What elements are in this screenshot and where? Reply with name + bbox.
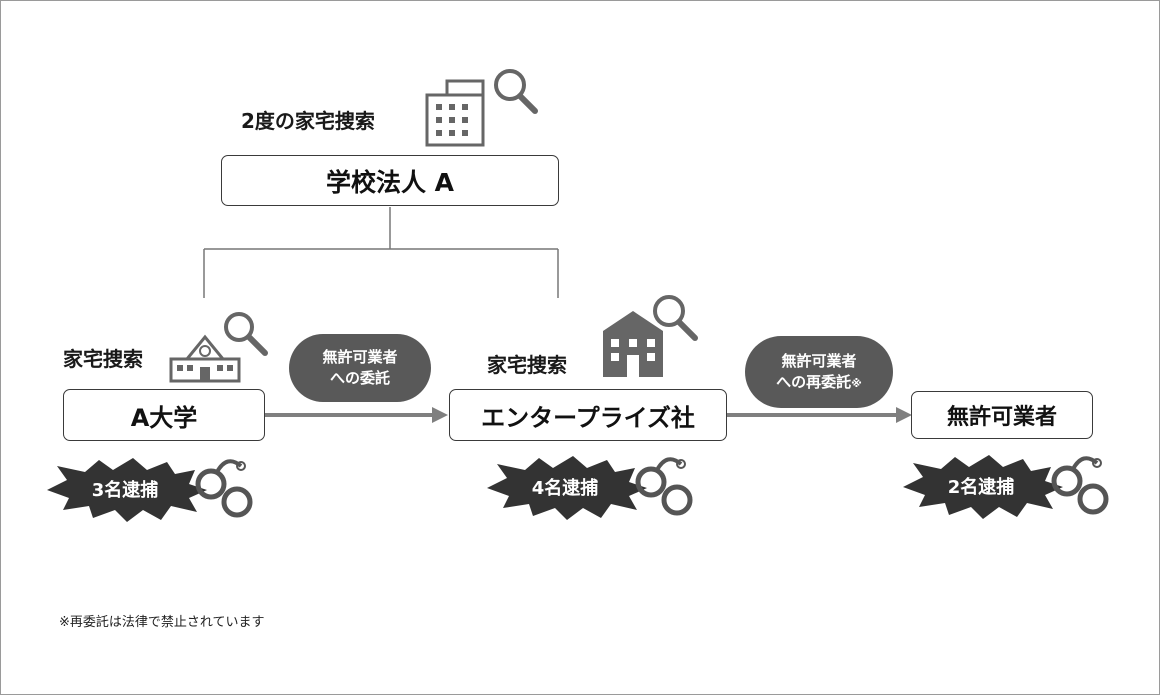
- link-2-line-2-text: への再委託: [776, 372, 852, 391]
- burst-shape: [47, 458, 207, 522]
- node-2-search-label: 家宅捜索: [487, 353, 567, 377]
- link-2-note-mark: ※: [851, 376, 862, 390]
- flow-arrow-2-head: [896, 407, 912, 423]
- arrest-badge-3: 2名逮捕: [899, 453, 1119, 523]
- link-2-line-1: 無許可業者: [781, 351, 857, 370]
- top-search-note: 2度の家宅捜索: [241, 109, 375, 133]
- school-icon: [169, 312, 268, 383]
- arrest-badge-1: 3名逮捕: [43, 456, 263, 526]
- burst-shape: [487, 456, 647, 520]
- node-school-corporation: 学校法人 A: [221, 155, 559, 206]
- arrest-count-2: 4名逮捕: [531, 478, 599, 499]
- office-building-icon: [425, 69, 538, 147]
- handcuffs-icon: [1051, 456, 1109, 515]
- link-1-line-1: 無許可業者: [322, 348, 398, 366]
- node-university: A大学: [63, 389, 265, 441]
- magnifier-icon: [224, 312, 268, 356]
- arrest-count-3: 2名逮捕: [947, 477, 1015, 498]
- link-1-line-2: への委託: [329, 369, 390, 387]
- magnifier-icon: [653, 295, 698, 341]
- link-2-line-2: への再委託※: [776, 372, 862, 394]
- link-consignment-pill: 無許可業者 への委託: [289, 334, 431, 402]
- magnifier-icon: [494, 69, 538, 114]
- handcuffs-icon: [195, 459, 253, 518]
- arrest-count-1: 3名逮捕: [91, 480, 159, 501]
- node-enterprise: エンタープライズ社: [449, 389, 727, 441]
- flow-arrow-1-head: [432, 407, 448, 423]
- node-1-search-label: 家宅捜索: [63, 347, 143, 371]
- footnote: ※再委託は法律で禁止されています: [59, 615, 265, 630]
- node-unlicensed-contractor: 無許可業者: [911, 391, 1093, 439]
- burst-shape: [903, 455, 1063, 519]
- link-subconsignment-pill: 無許可業者 への再委託※: [745, 336, 893, 408]
- building-icon: [603, 295, 698, 377]
- handcuffs-icon: [635, 457, 693, 516]
- arrest-badge-2: 4名逮捕: [483, 454, 703, 524]
